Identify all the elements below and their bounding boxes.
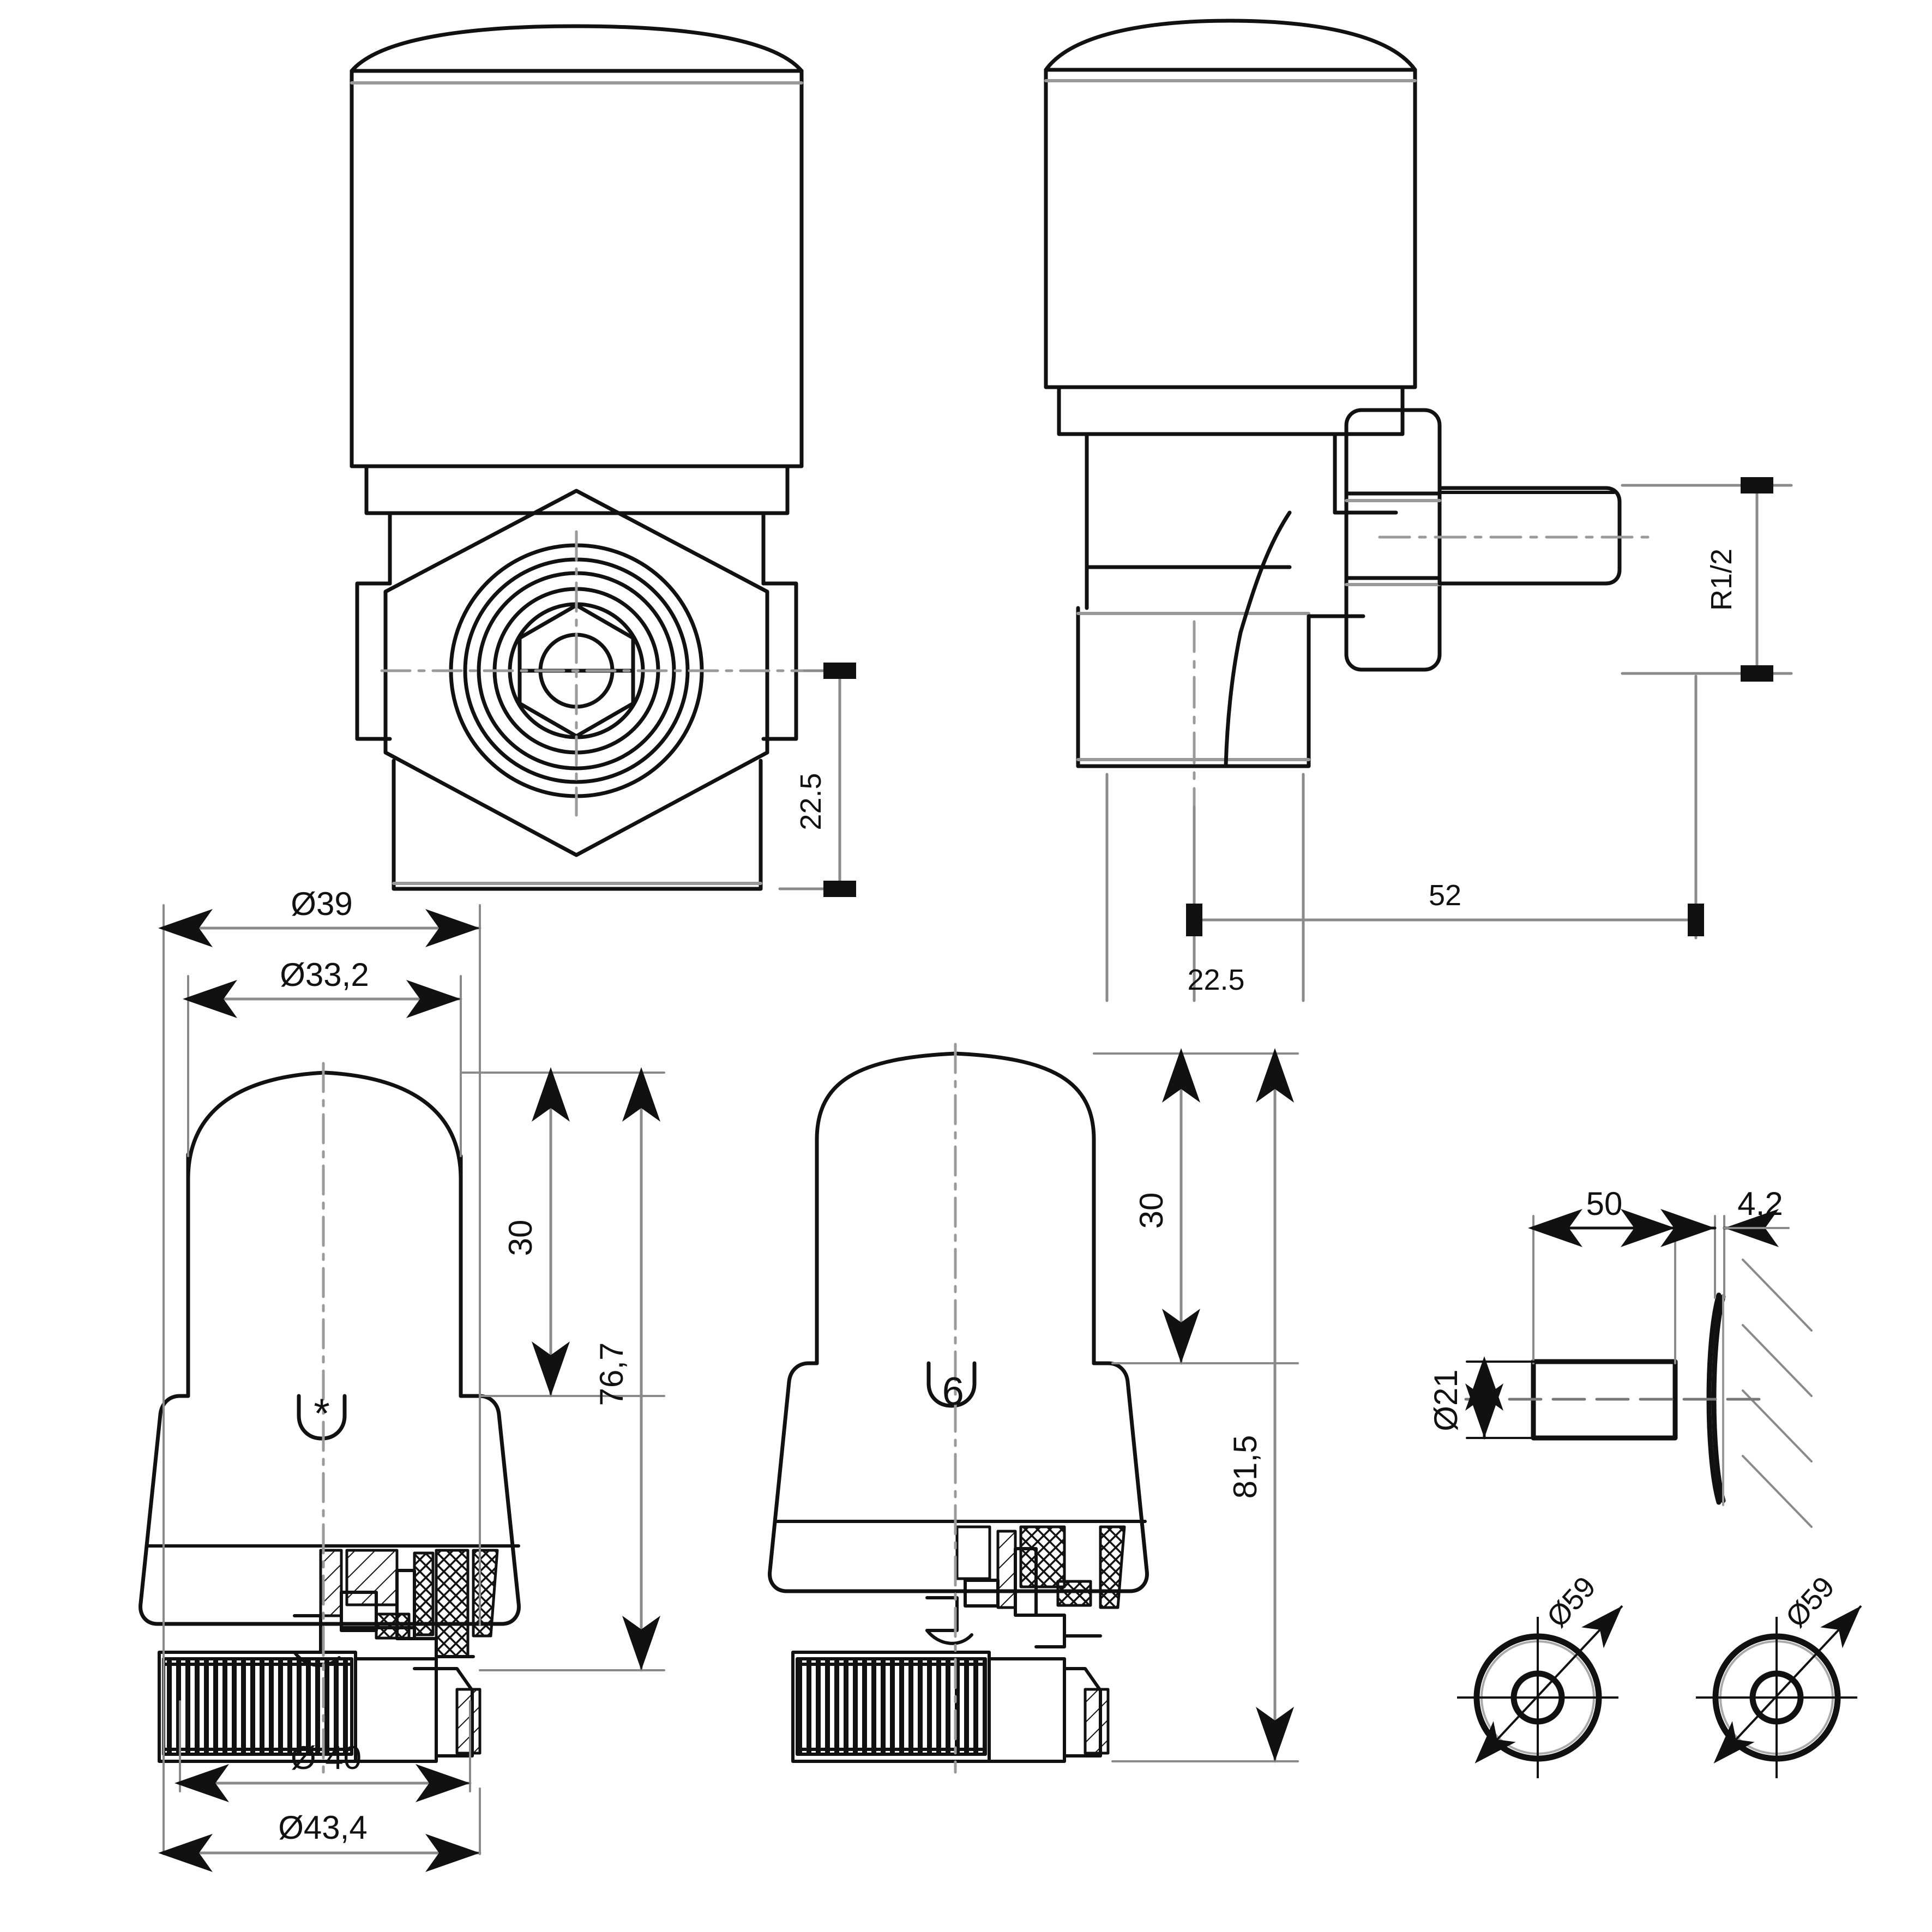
- bm-head-skirt: [768, 1361, 1149, 1593]
- tl-valve-body: [355, 489, 798, 891]
- dim-label-tr-r12: R1/2: [1705, 549, 1738, 611]
- dim-rt-d21: Ø21: [1428, 1356, 1539, 1440]
- bl-connector-tail: [354, 1657, 482, 1763]
- dim-tl-22-5: 22.5: [778, 663, 856, 897]
- dim-tr-52: 52: [1186, 675, 1704, 1002]
- dim-label-rt-42: 4,2: [1737, 1185, 1783, 1222]
- tl-collar: [364, 464, 790, 515]
- dim-label-bl-30: 30: [502, 1220, 539, 1256]
- dim-bl-d39: Ø39: [158, 886, 482, 1855]
- rt-wall-hatching: [1722, 1259, 1813, 1528]
- dim-bm-815: 81,5: [1111, 1048, 1299, 1763]
- dim-bl-767: 76,7: [479, 1067, 665, 1672]
- tr-center-lines: [1193, 535, 1654, 809]
- bm-section-body: [775, 1520, 1147, 1648]
- view-bottom-mid: 30 81,5 9: [768, 1043, 1299, 1774]
- tl-thermostat-cap: [350, 24, 804, 468]
- dim-label-bl-d332: Ø33,2: [280, 956, 369, 993]
- tr-thermostat-cap: [1044, 19, 1417, 389]
- bm-connector-tail: [988, 1657, 1110, 1763]
- dim-label-bl-767: 76,7: [593, 1343, 630, 1406]
- dim-rt-42: 4,2: [1660, 1185, 1790, 1299]
- dim-label-tl-22-5: 22.5: [795, 773, 827, 830]
- dim-label-rt-d21: Ø21: [1428, 1369, 1464, 1431]
- dim-tr-r12: R1/2: [1621, 477, 1793, 682]
- view-right-tube: 50 4,2 Ø21: [1428, 1185, 1813, 1528]
- dim-label-bl-d434: Ø43,4: [278, 1809, 367, 1846]
- bl-knurled-nut: [158, 1651, 357, 1763]
- view-top-left: 22.5: [350, 24, 856, 897]
- view-top-right: R1/2 52 22.5: [1044, 19, 1793, 1002]
- setting-index-label: 9: [942, 1369, 964, 1412]
- dim-bl-d332: Ø33,2: [183, 956, 462, 1157]
- snowflake-icon: *: [314, 1391, 330, 1437]
- dim-label-bm-815: 81,5: [1227, 1435, 1263, 1499]
- dim-label-bl-d39: Ø39: [291, 886, 352, 922]
- dim-label-rt-50: 50: [1586, 1185, 1623, 1222]
- tr-union-nut: [1344, 408, 1442, 672]
- dim-label-bm-30: 30: [1133, 1193, 1170, 1229]
- dim-label-tr-22-5: 22.5: [1187, 964, 1244, 996]
- dim-label-tr-52: 52: [1429, 879, 1461, 912]
- dim-label-bl-d40: Ø 40: [291, 1740, 362, 1776]
- dim-bl-d434: Ø43,4: [158, 1787, 482, 1872]
- dim-bl-d40: Ø 40: [174, 1700, 472, 1802]
- view-bottom-left: Ø39 Ø33,2 30 76,7 Ø 40: [139, 886, 665, 1872]
- tl-center-lines: [380, 530, 852, 817]
- bm-knurled-nut: [791, 1651, 991, 1763]
- dim-tr-22-5: 22.5: [1105, 773, 1305, 1002]
